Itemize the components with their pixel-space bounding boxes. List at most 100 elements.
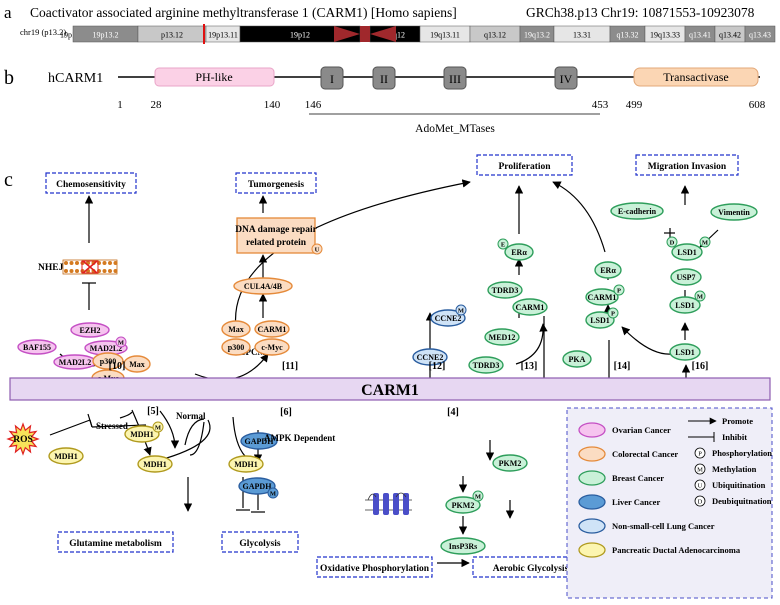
node-tdrd3_a [487,281,523,299]
outcome-box-5 [221,531,299,553]
motif-iv [554,66,578,90]
node-ccne2_b [412,348,448,366]
dna-dot [108,261,112,265]
legend-mod-label-1: Methylation [712,464,757,474]
dna-dot [113,261,118,265]
node-p300_b [92,352,124,370]
position-28: 28 [151,99,163,111]
ref-label-5: [16] [692,361,709,372]
dna-dot [64,261,68,265]
node-label-mdh1_b: MDH1 [130,430,154,439]
node-label-insp3rs: InsP3Rs [449,542,477,551]
node-mdh1_b [124,425,160,443]
legend-inhibit-label: Inhibit [722,432,747,442]
cpcm-label: CPCM [239,347,266,357]
position-499: 499 [626,99,643,111]
band-label-9: 13.31 [573,31,591,40]
outcome-box-1 [235,172,317,194]
mod-badge-m [115,336,127,348]
dna-dot [69,261,74,265]
legend-cancer-4: Non-small-cell Lung Cancer [612,521,715,531]
mod-badge-label-1: U [315,247,320,254]
node-label-max_a: Max [228,325,244,334]
mod-badge-m [455,304,467,316]
node-carm1_c [585,288,619,306]
legend-cancer-1: Colorectal Cancer [612,449,678,459]
outcome-box-3 [635,154,739,176]
legend-cancer-5: Pancreatic Ductal Adenocarcinoma [612,545,741,555]
legend-mod-code-2: U [698,483,703,490]
motif-iii-label: III [449,72,461,86]
position-608: 608 [749,99,766,111]
mod-badge-m [267,487,279,499]
node-lsd1_b [671,243,703,261]
mod-badge-label-8: M [697,294,703,301]
legend-cancer-3: Liver Cancer [612,497,660,507]
centromere-left [334,26,360,42]
node-mdh1_d [228,455,264,473]
legend-mod-code-0: P [698,451,702,458]
motif-iv-label: IV [560,72,573,86]
dna-dot [75,261,79,265]
band-label-2: p13.12 [161,31,183,40]
position-453: 453 [592,99,609,111]
node-label-ezh2: EZH2 [80,326,101,335]
node-label-mdh1_d: MDH1 [234,460,258,469]
domain-transactivase [633,67,759,87]
outcome-box-0 [45,172,137,194]
panel-a-assembly: GRCh38.p13 Chr19: 10871553-10923078 [526,5,755,20]
mod-badge-m [152,421,164,433]
mod-badge-m [694,290,706,302]
node-pkm2_a [492,454,528,472]
node-label-p300_b: p300 [100,357,116,366]
outcome-label-0: Chemosensitivity [56,180,126,190]
node-label-pkm2_b: PKM2 [452,501,475,510]
node-label-mad2l2_b: MAD2L2 [90,344,122,353]
node-ezh2 [70,322,110,338]
ros-star-icon [6,422,40,456]
mod-badge-label-2: M [458,308,464,315]
band-label-7: q13.12 [484,31,506,40]
node-med12 [484,328,520,346]
node-label-ecadherin: E-cadherin [618,207,657,216]
outcome-box-2 [476,154,573,176]
legend-mod-badge-1 [694,463,706,475]
legend-cancer-0: Ovarian Cancer [612,425,671,435]
node-tdrd3_b [468,356,504,374]
domain-ph-like-label: PH-like [195,70,232,84]
node-insp3rs [440,537,486,555]
panel-b-letter: b [4,67,14,89]
legend-mod-badge-3 [694,495,706,507]
dna-repair-line-1: DNA damage repair [235,225,317,235]
outcome-box-7 [472,556,589,578]
node-label-gapdh_b: GAPDH [243,482,273,491]
mod-badge-label-10: M [270,491,276,498]
protein-name: hCARM1 [48,71,103,86]
band-label-12: q13.41 [689,31,711,40]
position-1: 1 [117,99,123,111]
node-pka [562,350,592,368]
position-140: 140 [264,99,281,111]
ref-label-7: [6] [280,407,292,418]
band-label-14: q13.43 [749,31,771,40]
ref-label-1: [11] [282,361,298,372]
band-label-4: 19p12 [290,31,310,40]
node-label-med12: MED12 [489,333,516,342]
legend-cancer-2: Breast Cancer [612,473,664,483]
node-label-usp7: USP7 [676,273,695,282]
ref-label-3: [13] [521,361,538,372]
motif-i-label: I [330,72,334,86]
outcome-box-4 [57,531,174,553]
node-carm1_a [254,320,290,338]
node-vimentin [710,203,758,221]
band-label-1: 19p13.2 [93,31,119,40]
motif-i [320,66,344,90]
ampk-label: AMPK Dependent [264,433,335,443]
mod-badge-label-4: P [617,288,621,295]
legend-swatch-4 [578,518,606,534]
panel-c-letter: c [4,169,13,191]
motif-ii-label: II [380,72,388,86]
outcome-label-2: Proliferation [498,162,551,172]
outcome-label-1: Tumorgenesis [248,180,304,190]
